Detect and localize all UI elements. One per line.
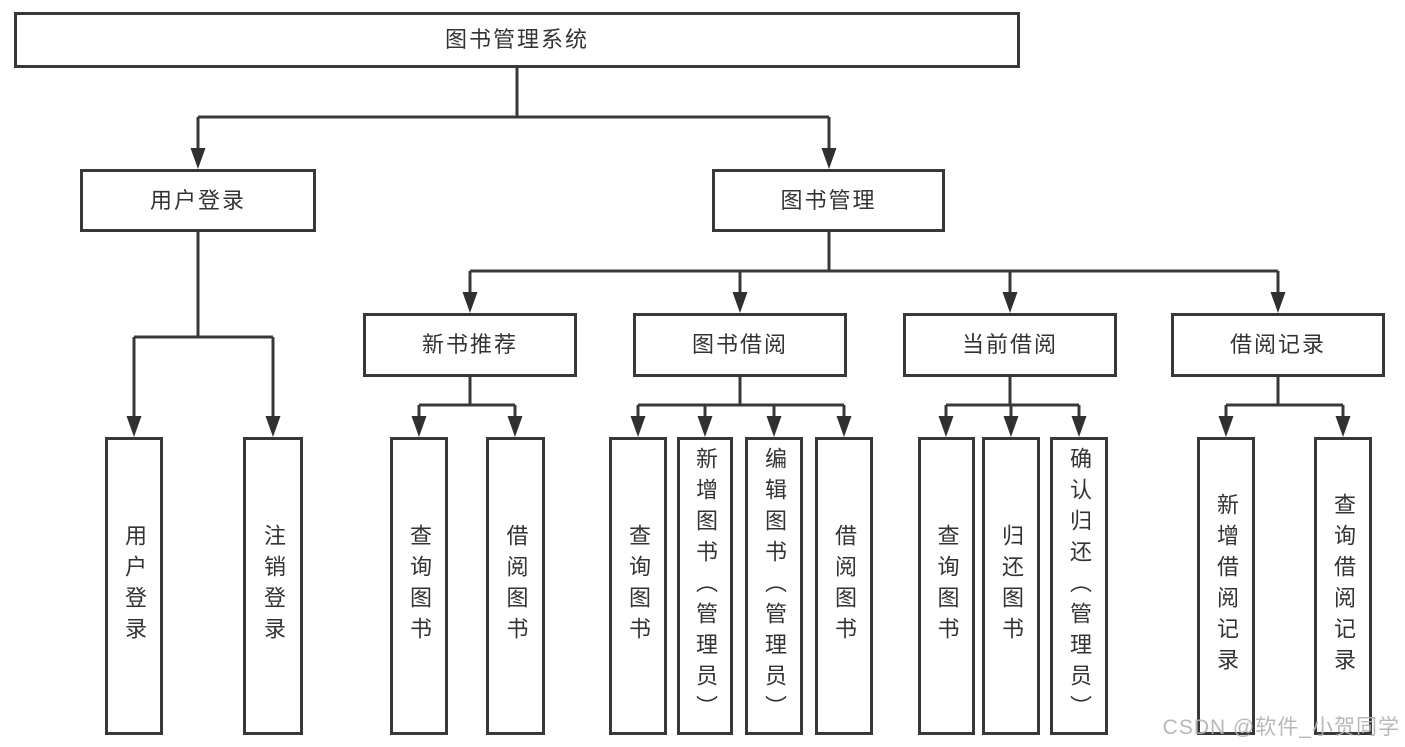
- leaf-logout: 注销登录: [243, 437, 303, 735]
- leaf-borrowing-add-books-admin: 新增图书（管理员）: [677, 437, 733, 735]
- leaf-recommend-borrow-books: 借阅图书: [486, 437, 545, 735]
- node-book-management: 图书管理: [712, 169, 945, 232]
- node-user-login: 用户登录: [80, 169, 316, 232]
- leaf-borrowing-query-books: 查询图书: [609, 437, 667, 735]
- csdn-watermark: CSDN @软件_小贺同学: [1162, 716, 1400, 739]
- leaf-current-confirm-return-admin: 确认归还（管理员）: [1050, 437, 1108, 735]
- arrowheads: [126, 148, 1351, 437]
- node-book-borrowing: 图书借阅: [633, 313, 847, 377]
- node-borrowing-records: 借阅记录: [1171, 313, 1385, 377]
- leaf-borrowing-borrow-books: 借阅图书: [815, 437, 873, 735]
- leaf-borrowing-edit-books-admin: 编辑图书（管理员）: [745, 437, 803, 735]
- node-library-system: 图书管理系统: [14, 12, 1020, 68]
- leaf-records-add-record: 新增借阅记录: [1197, 437, 1255, 735]
- node-current-borrowing: 当前借阅: [903, 313, 1117, 377]
- leaf-current-query-books: 查询图书: [918, 437, 975, 735]
- leaf-recommend-query-books: 查询图书: [390, 437, 448, 735]
- leaf-records-query-record: 查询借阅记录: [1314, 437, 1372, 735]
- leaf-user-login: 用户登录: [105, 437, 163, 735]
- node-new-book-recommend: 新书推荐: [363, 313, 577, 377]
- leaf-current-return-books: 归还图书: [982, 437, 1040, 735]
